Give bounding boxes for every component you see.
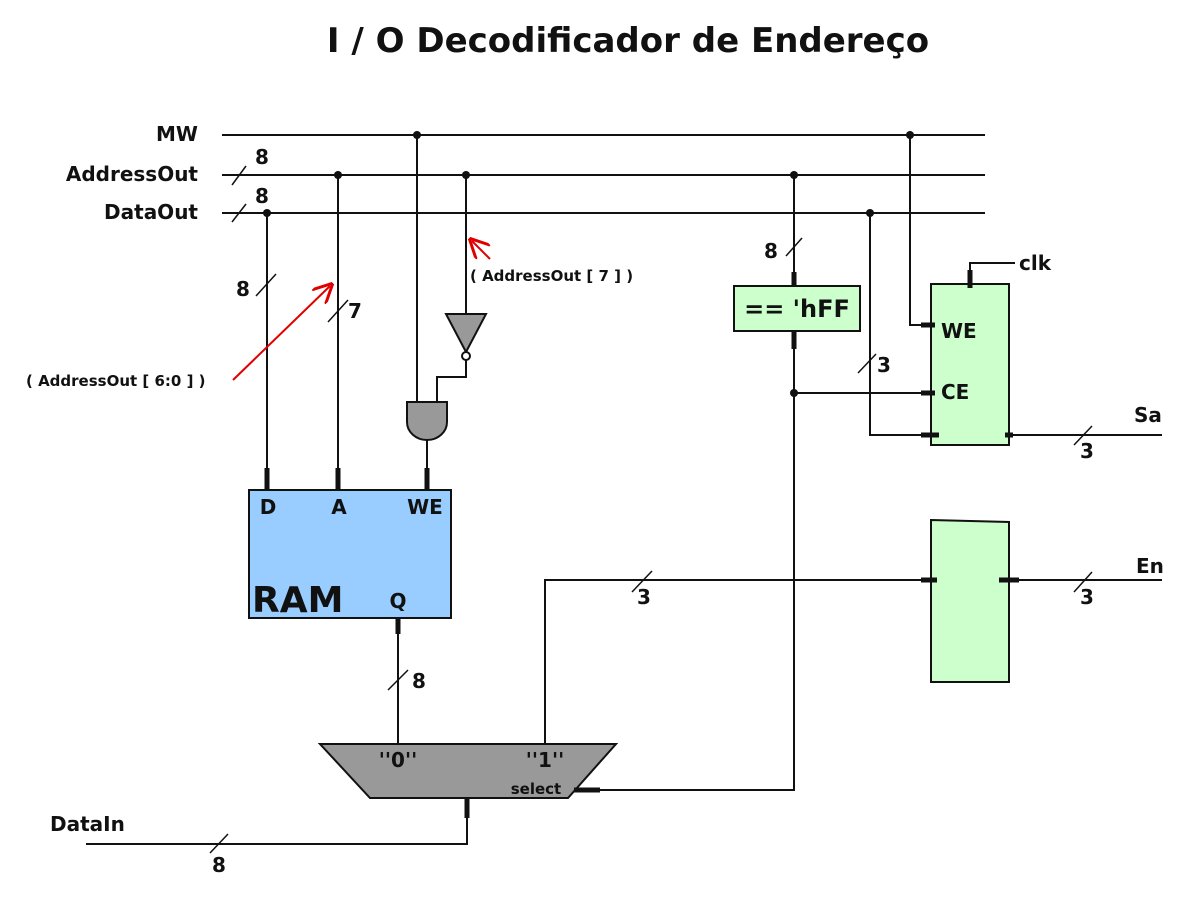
mux-select-wire: [574, 331, 795, 791]
ram-port-q: Q: [389, 589, 406, 613]
ram-port-a: A: [331, 495, 347, 519]
data-in-wire: [86, 798, 468, 845]
ram-block: [248, 489, 452, 619]
addr-high-annotation: ( AddressOut [ 7 ] ): [470, 267, 633, 285]
mux-select-label: select: [511, 780, 561, 798]
register-en: [930, 518, 1010, 683]
ram-port-d: D: [260, 495, 277, 519]
inverter-gate: [444, 313, 488, 355]
sa-label: Sa: [1134, 403, 1162, 427]
register-we-label: WE: [941, 319, 977, 343]
mw-label: MW: [156, 122, 198, 146]
mux-input-1-width-slash: [631, 570, 653, 593]
mux-input-1-width: 3: [637, 585, 651, 609]
ram-a-width-slash: [327, 299, 349, 323]
en-width: 3: [1080, 585, 1094, 609]
ram-q-width-slash: [387, 669, 409, 691]
en-width-slash: [1073, 571, 1093, 593]
multiplexer: [317, 743, 619, 799]
addr-low-arrow: [232, 286, 330, 381]
en-label: En: [1136, 554, 1164, 578]
register-we-wire: [909, 135, 931, 326]
ram-d-width-slash: [255, 273, 277, 297]
register-data-width: 3: [877, 353, 891, 377]
addr-high-arrow: [472, 241, 491, 260]
page-title: I / O Decodificador de Endereço: [327, 21, 929, 61]
inverter-bubble: [461, 351, 471, 361]
register-data-wire: [869, 213, 931, 436]
register-ce-label: CE: [941, 380, 969, 404]
mux-input-1-wire: [544, 579, 932, 744]
register-sa: [930, 283, 1010, 446]
mux-input-1-label: ''1'': [526, 748, 564, 772]
data-in-width-slash: [209, 833, 229, 854]
ram-d-width: 8: [236, 277, 250, 301]
data-out-width: 8: [255, 184, 269, 208]
comparator-width: 8: [764, 239, 778, 263]
register-data-width-slash: [857, 353, 877, 374]
comparator-label: == 'hFF: [744, 295, 850, 323]
data-out-label: DataOut: [104, 200, 198, 224]
mux-input-0-label: ''0'': [379, 748, 417, 772]
clk-wire: [969, 262, 1015, 284]
addr-low-annotation: ( AddressOut [ 6:0 ] ): [26, 372, 206, 390]
sa-width-slash: [1073, 425, 1093, 446]
data-out-width-slash: [231, 203, 247, 223]
address-out-width: 8: [255, 145, 269, 169]
data-in-width: 8: [212, 853, 226, 877]
comparator-width-slash: [785, 237, 803, 257]
address-out-width-slash: [231, 165, 247, 186]
clk-label: clk: [1019, 251, 1052, 275]
comparator-block: [733, 285, 861, 332]
and-gate: [406, 401, 448, 441]
sa-width: 3: [1080, 439, 1094, 463]
ram-label: RAM: [252, 580, 343, 621]
ram-a-width: 7: [348, 299, 362, 323]
address-out-label: AddressOut: [66, 162, 199, 186]
ram-q-width: 8: [412, 669, 426, 693]
ram-port-we: WE: [407, 495, 443, 519]
inverter-output-wire: [436, 360, 467, 402]
data-in-label: DataIn: [50, 812, 125, 836]
